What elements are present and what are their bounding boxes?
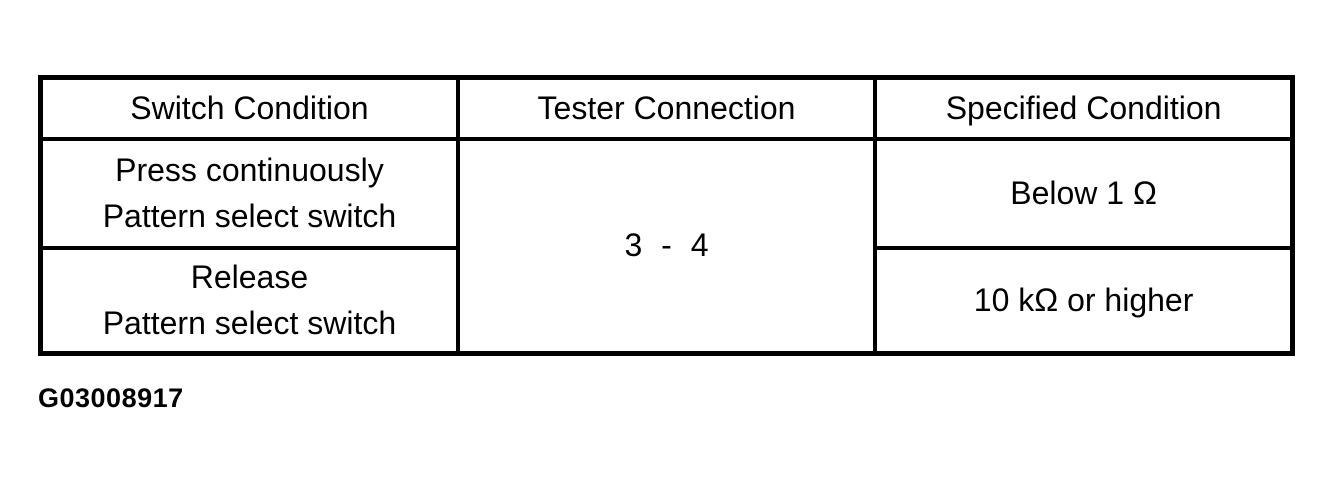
switch-condition-release-line-2: Pattern select switch bbox=[102, 304, 397, 341]
switch-condition-release-line-1: Release bbox=[190, 259, 309, 296]
table-row-release: Release Pattern select switch 10 kΩ or h… bbox=[38, 246, 1295, 356]
header-specified-condition: Specified Condition bbox=[873, 75, 1295, 141]
header-switch-condition: Switch Condition bbox=[38, 75, 460, 141]
table-row-press: Press continuously Pattern select switch… bbox=[38, 137, 1295, 356]
switch-condition-press-line-2: Pattern select switch bbox=[102, 197, 397, 234]
cell-switch-condition-release: Release Pattern select switch bbox=[38, 246, 460, 356]
switch-condition-press-line-1: Press continuously bbox=[115, 152, 384, 189]
cell-specified-condition-release: 10 kΩ or higher bbox=[873, 246, 1295, 356]
specification-table: Switch Condition Tester Connection Speci… bbox=[38, 75, 1295, 356]
cell-specified-condition-press: Below 1 Ω bbox=[873, 137, 1295, 250]
header-tester-connection: Tester Connection bbox=[455, 75, 878, 141]
figure-id: G03008917 bbox=[38, 383, 184, 413]
table-header-row: Switch Condition Tester Connection Speci… bbox=[38, 75, 1295, 141]
cell-switch-condition-press: Press continuously Pattern select switch bbox=[38, 137, 460, 250]
cell-tester-connection: 3 - 4 bbox=[455, 137, 878, 356]
